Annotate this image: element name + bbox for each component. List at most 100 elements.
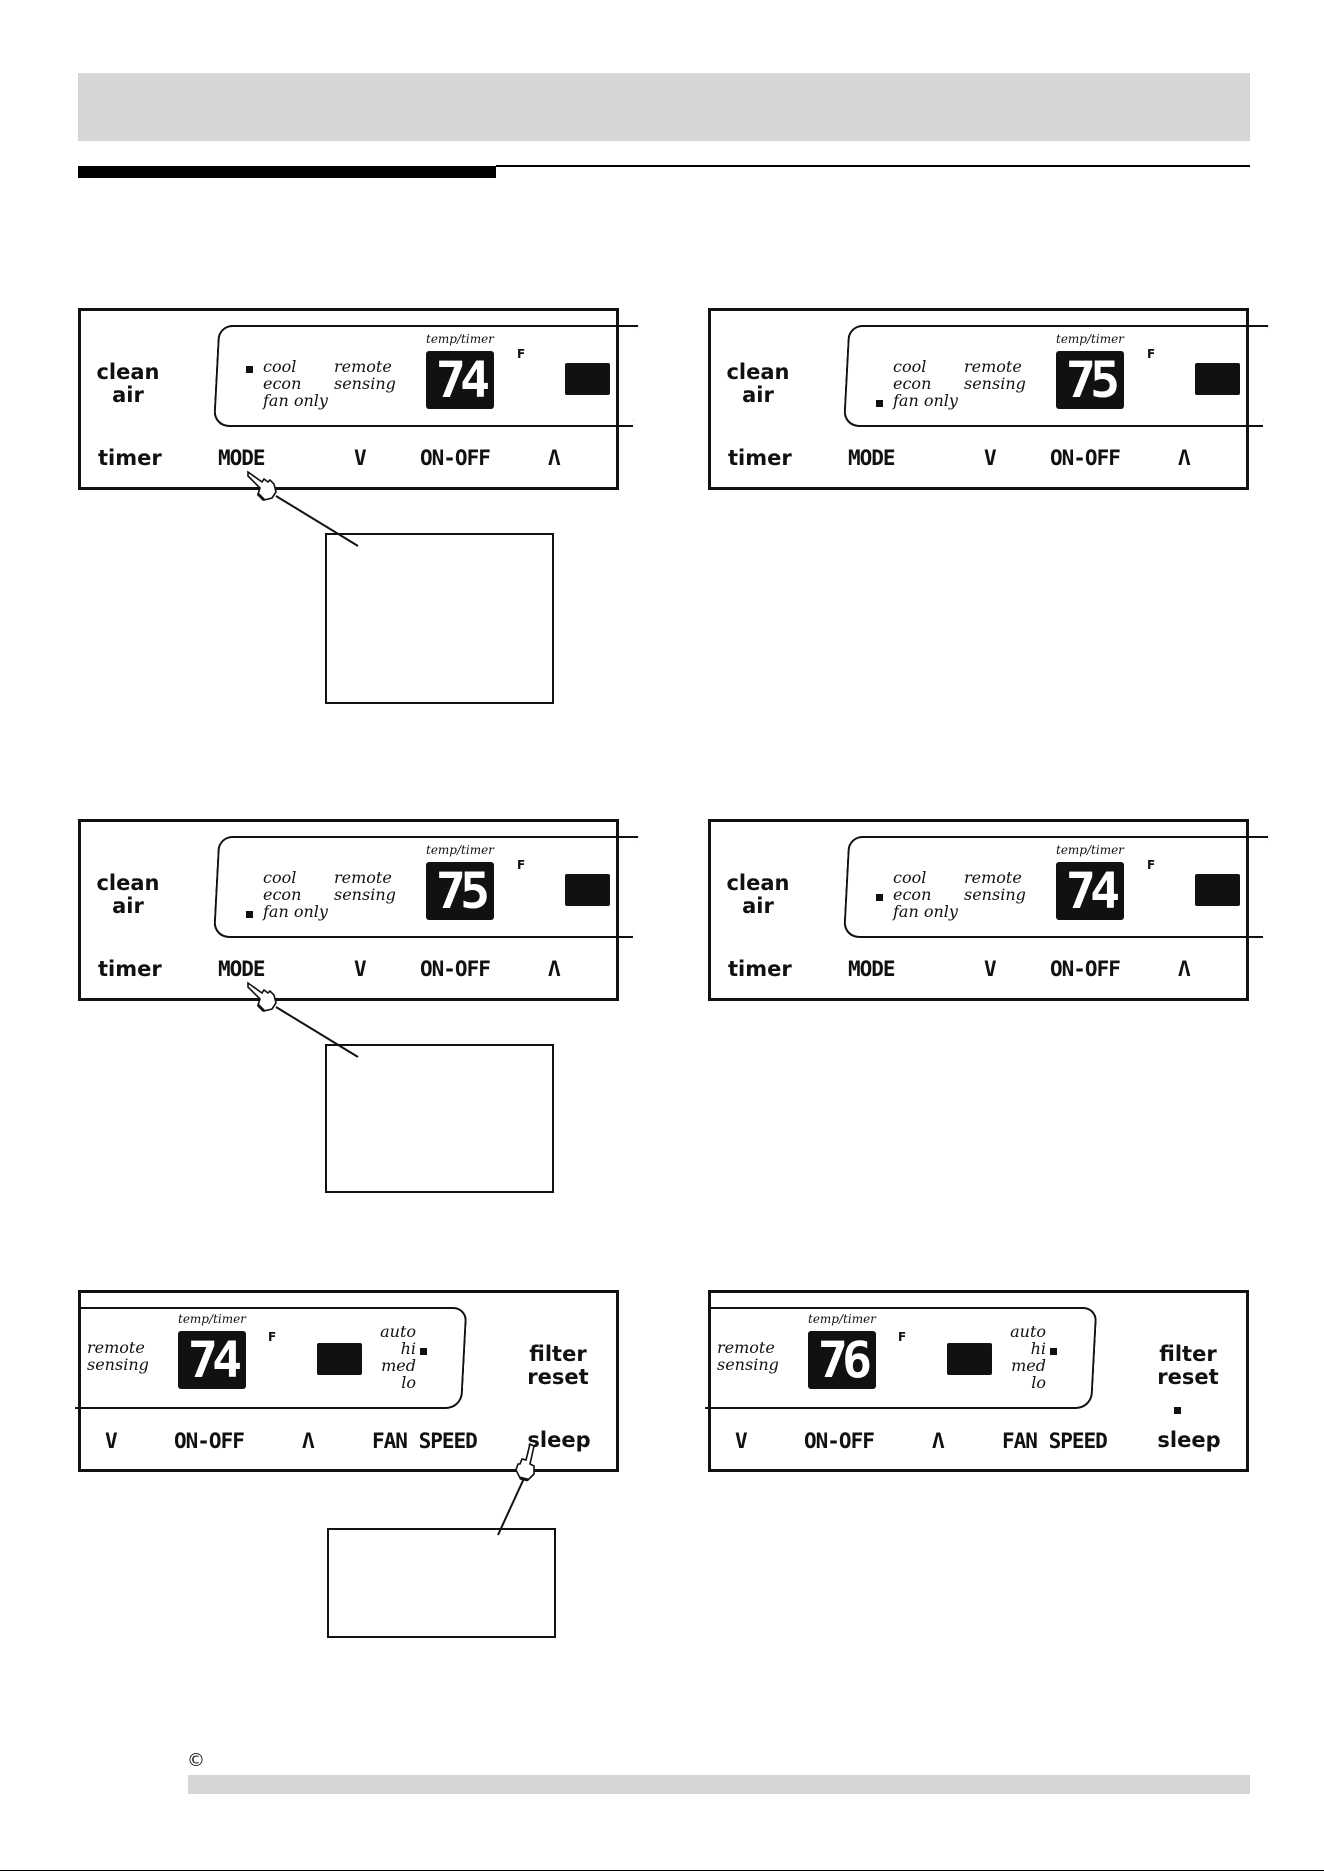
mode-button[interactable]: MODE xyxy=(848,446,896,470)
mode-label-econ: econ xyxy=(263,374,302,393)
mode-indicator-fan-only xyxy=(246,911,253,918)
timer-button[interactable]: timer xyxy=(728,957,792,981)
temp-timer-label: temp/timer xyxy=(1056,843,1124,857)
fan-speed-button[interactable]: FAN SPEED xyxy=(1002,1429,1108,1453)
sleep-button[interactable]: sleep xyxy=(527,1428,591,1452)
mode-label-fan-only: fan only xyxy=(263,391,328,410)
on-off-button[interactable]: ON-OFF xyxy=(420,957,491,981)
on-off-button[interactable]: ON-OFF xyxy=(1050,446,1121,470)
mode-button[interactable]: MODE xyxy=(218,446,266,470)
on-off-button[interactable]: ON-OFF xyxy=(1050,957,1121,981)
fan-label-lo: lo xyxy=(401,1373,416,1392)
fan-label-hi: hi xyxy=(1030,1339,1046,1358)
clean-air-button[interactable]: clean air xyxy=(96,871,160,918)
remote-sensing-label: remote sensing xyxy=(964,868,1026,904)
mode-indicator-econ xyxy=(876,894,883,901)
bottom-rule xyxy=(0,1870,1324,1871)
up-button[interactable]: Λ xyxy=(932,1429,945,1453)
down-button[interactable]: V xyxy=(984,957,997,981)
copyright-symbol: © xyxy=(187,1750,205,1771)
temp-timer-label: temp/timer xyxy=(426,332,494,346)
temperature-display: 74 xyxy=(1056,862,1124,920)
on-off-button[interactable]: ON-OFF xyxy=(804,1429,875,1453)
remote-sensing-label: remote sensing xyxy=(717,1338,779,1374)
timer-button[interactable]: timer xyxy=(98,957,162,981)
fan-indicator-hi xyxy=(420,1348,427,1355)
up-button[interactable]: Λ xyxy=(302,1429,315,1453)
mode-label-cool: cool xyxy=(263,357,297,376)
mode-indicator-fan-only xyxy=(876,400,883,407)
display-segment-block xyxy=(565,874,610,906)
pointing-hand-icon xyxy=(247,981,277,1013)
on-off-button[interactable]: ON-OFF xyxy=(174,1429,245,1453)
up-button[interactable]: Λ xyxy=(548,446,561,470)
fan-label-med: med xyxy=(1011,1356,1046,1375)
mode-label-fan-only: fan only xyxy=(263,902,328,921)
mode-label-econ: econ xyxy=(893,374,932,393)
pointing-hand-icon xyxy=(247,470,277,502)
down-button[interactable]: V xyxy=(735,1429,748,1453)
mode-label-cool: cool xyxy=(893,357,927,376)
filter-reset-button[interactable]: filter reset xyxy=(1157,1342,1219,1389)
footer-bar xyxy=(188,1775,1250,1794)
temp-timer-label: temp/timer xyxy=(426,843,494,857)
fan-label-lo: lo xyxy=(1031,1373,1046,1392)
temperature-display: 75 xyxy=(1056,351,1124,409)
control-panel-4: clean air cool econ fan only remote sens… xyxy=(708,819,1269,1001)
mode-button[interactable]: MODE xyxy=(848,957,896,981)
temp-timer-label: temp/timer xyxy=(1056,332,1124,346)
fahrenheit-label: F xyxy=(268,1330,277,1344)
fahrenheit-label: F xyxy=(1147,858,1156,872)
callout-box-1 xyxy=(325,533,554,704)
remote-sensing-label: remote sensing xyxy=(334,357,396,393)
display-segment-block xyxy=(1195,363,1240,395)
down-button[interactable]: V xyxy=(984,446,997,470)
temp-timer-label: temp/timer xyxy=(808,1312,876,1326)
sleep-indicator xyxy=(1174,1407,1181,1414)
on-off-button[interactable]: ON-OFF xyxy=(420,446,491,470)
up-button[interactable]: Λ xyxy=(548,957,561,981)
remote-sensing-label: remote sensing xyxy=(87,1338,149,1374)
control-panel-5: remote sensing temp/timer 74 F auto hi m… xyxy=(75,1290,619,1472)
fahrenheit-label: F xyxy=(517,858,526,872)
mode-button[interactable]: MODE xyxy=(218,957,266,981)
display-segment-block xyxy=(565,363,610,395)
section-rule-thick xyxy=(78,166,496,178)
clean-air-button[interactable]: clean air xyxy=(726,360,790,407)
up-button[interactable]: Λ xyxy=(1178,957,1191,981)
mode-label-cool: cool xyxy=(263,868,297,887)
pointing-hand-icon xyxy=(515,1442,535,1482)
filter-reset-button[interactable]: filter reset xyxy=(527,1342,589,1389)
mode-label-econ: econ xyxy=(263,885,302,904)
mode-label-fan-only: fan only xyxy=(893,391,958,410)
sleep-button[interactable]: sleep xyxy=(1157,1428,1221,1452)
control-panel-3: clean air cool econ fan only remote sens… xyxy=(78,819,639,1001)
temperature-display: 76 xyxy=(808,1331,876,1389)
temp-timer-label: temp/timer xyxy=(178,1312,246,1326)
temperature-display: 75 xyxy=(426,862,494,920)
control-panel-1: clean air cool econ fan only remote sens… xyxy=(78,308,639,490)
down-button[interactable]: V xyxy=(354,446,367,470)
timer-button[interactable]: timer xyxy=(98,446,162,470)
fan-label-auto: auto xyxy=(1010,1322,1046,1341)
fan-label-auto: auto xyxy=(380,1322,416,1341)
mode-indicator-cool xyxy=(246,366,253,373)
remote-sensing-label: remote sensing xyxy=(334,868,396,904)
fahrenheit-label: F xyxy=(898,1330,907,1344)
display-segment-block xyxy=(1195,874,1240,906)
up-button[interactable]: Λ xyxy=(1178,446,1191,470)
fan-indicator-hi xyxy=(1050,1348,1057,1355)
section-rule-thin xyxy=(496,165,1250,167)
temperature-display: 74 xyxy=(178,1331,246,1389)
down-button[interactable]: V xyxy=(354,957,367,981)
timer-button[interactable]: timer xyxy=(728,446,792,470)
control-panel-2: clean air cool econ fan only remote sens… xyxy=(708,308,1269,490)
down-button[interactable]: V xyxy=(105,1429,118,1453)
callout-box-2 xyxy=(325,1044,554,1193)
clean-air-button[interactable]: clean air xyxy=(726,871,790,918)
mode-label-fan-only: fan only xyxy=(893,902,958,921)
clean-air-button[interactable]: clean air xyxy=(96,360,160,407)
fahrenheit-label: F xyxy=(517,347,526,361)
fan-speed-button[interactable]: FAN SPEED xyxy=(372,1429,478,1453)
